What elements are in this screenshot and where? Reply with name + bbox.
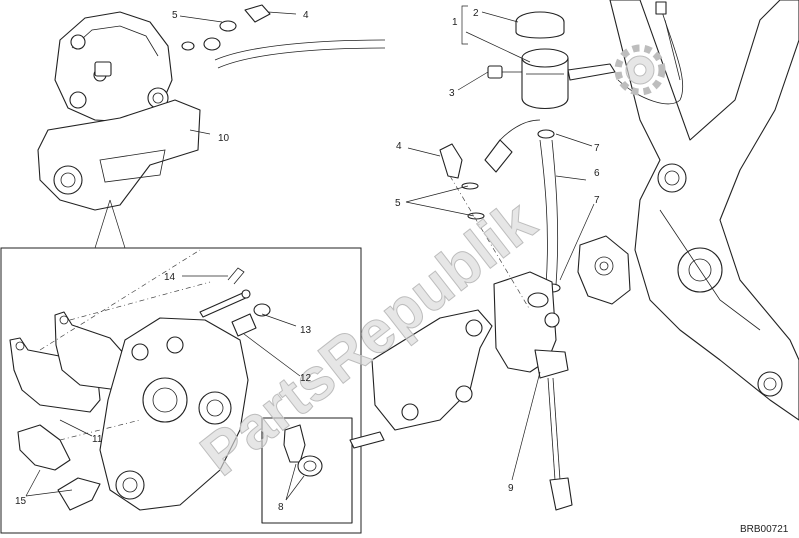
callout-5-upper: 5: [172, 10, 178, 21]
leader-lines: [25, 5, 595, 501]
rear-caliper-assembly: [37, 11, 201, 249]
callout-1: 1: [452, 17, 458, 28]
rear-master-cylinder: [493, 271, 573, 511]
callout-2: 2: [473, 8, 479, 19]
callout-5-lower: 5: [395, 198, 401, 209]
callout-3: 3: [449, 88, 455, 99]
callout-11: 11: [92, 434, 103, 445]
brake-switch-wire: [617, 1, 684, 105]
rear-brake-hose-top: [181, 4, 386, 69]
footrest-bracket: [349, 309, 493, 449]
callout-4-upper: 4: [303, 10, 309, 21]
callout-8: 8: [278, 502, 284, 513]
frame-section: [609, 0, 799, 421]
callout-7-lower: 7: [594, 195, 600, 206]
callout-6: 6: [594, 168, 600, 179]
brake-fluid-reservoir: [487, 11, 616, 109]
reference-code: BRB00721: [740, 524, 789, 535]
caliper-inset: [0, 247, 362, 534]
callout-14: 14: [164, 272, 176, 283]
callout-15: 15: [15, 496, 27, 507]
callout-10: 10: [218, 133, 230, 144]
callout-9: 9: [508, 483, 514, 494]
callout-12: 12: [300, 373, 312, 384]
gear-icon: [614, 44, 666, 96]
callout-7-upper: 7: [594, 143, 600, 154]
callout-13: 13: [300, 325, 312, 336]
reservoir-hose: [537, 129, 561, 293]
banjo-bolt-and-washers: [439, 119, 541, 311]
callout-labels: 1 2 3 4 4 5 5 6 7 7 8 9 10 11 12 13 14 1…: [15, 8, 789, 535]
callout-4-lower: 4: [396, 141, 402, 152]
heel-guard: [577, 235, 631, 305]
